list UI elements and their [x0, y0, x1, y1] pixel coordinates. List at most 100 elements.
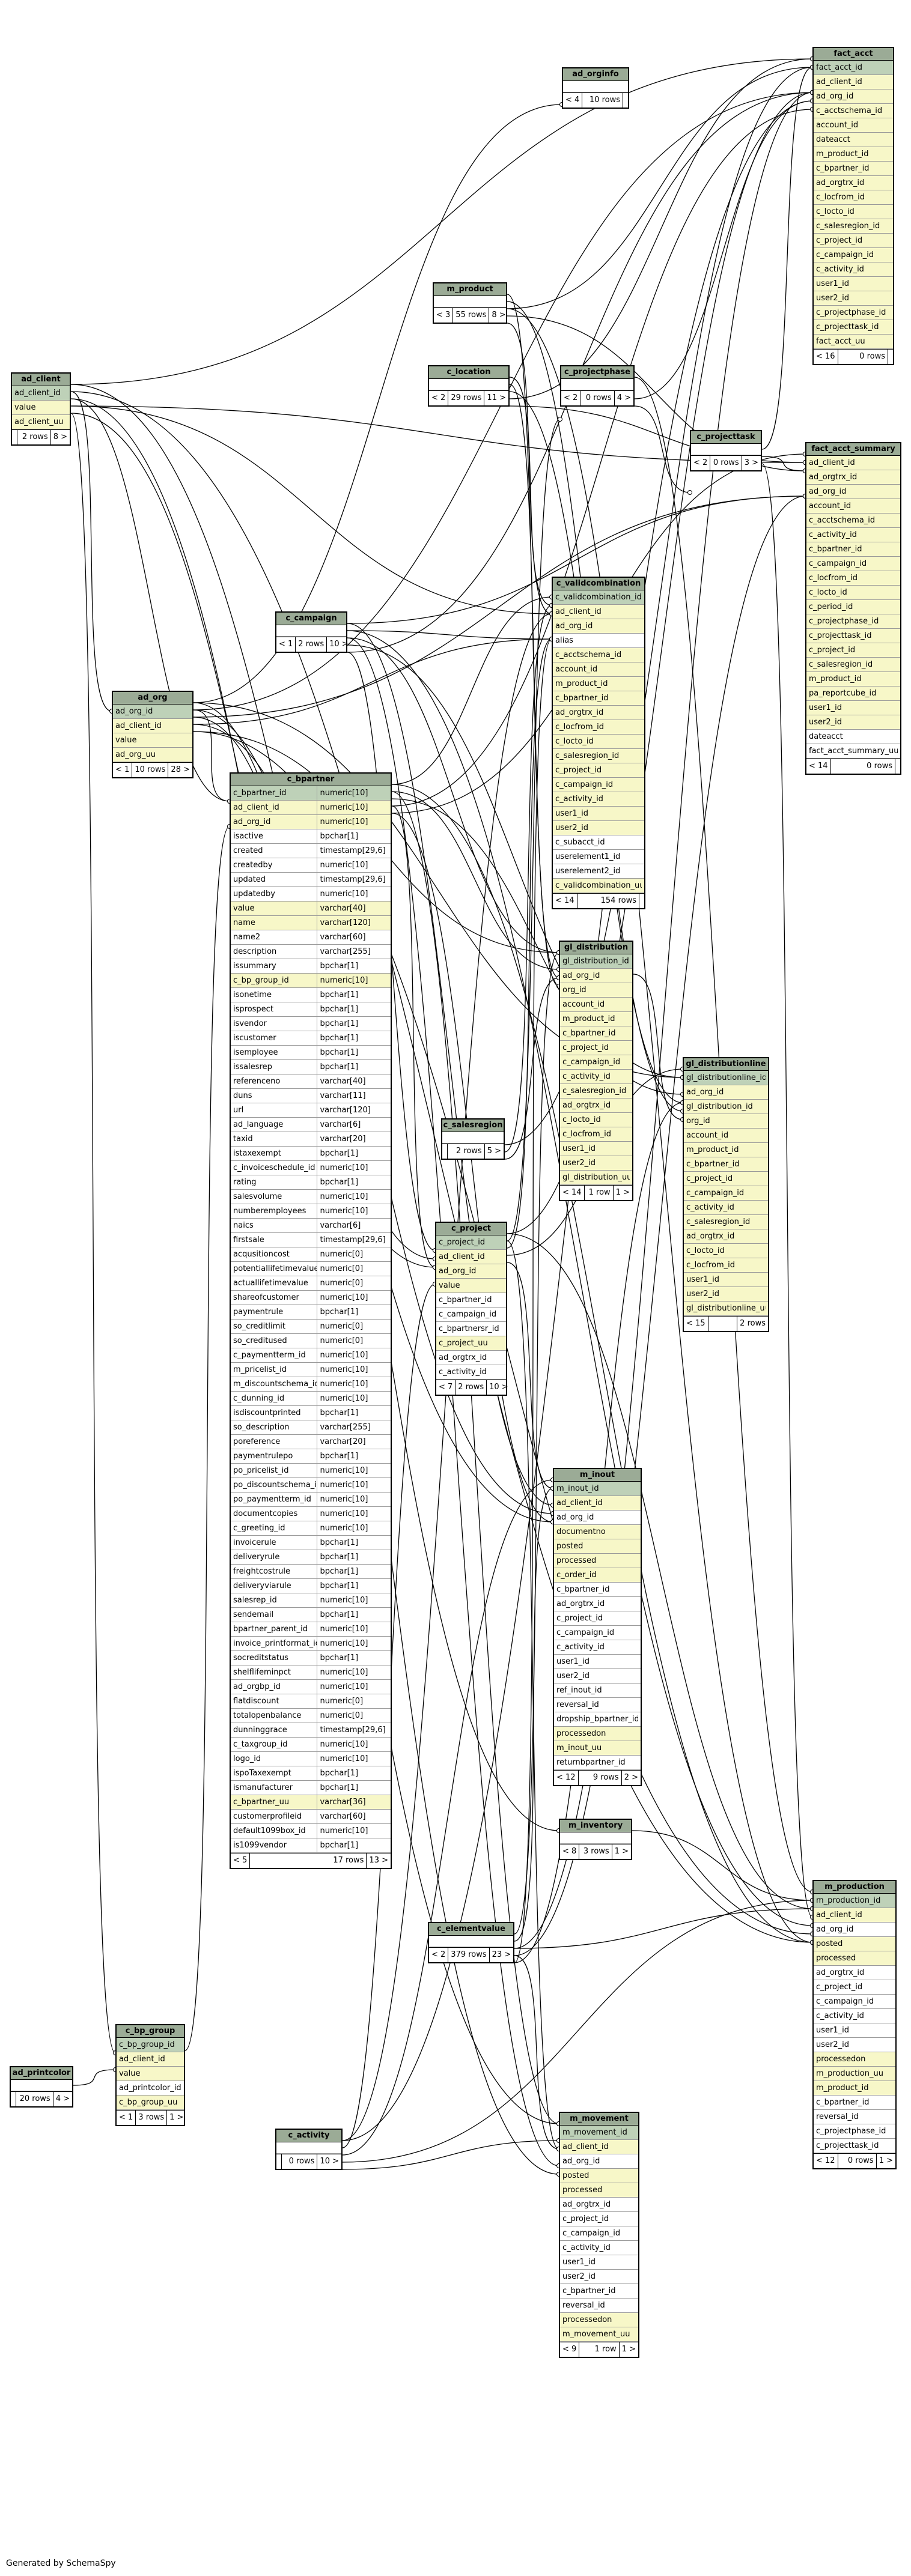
children-count: 13 > — [369, 1856, 388, 1865]
column-type: numeric[10] — [317, 1622, 388, 1636]
column-row: c_campaign_id — [560, 2226, 638, 2241]
column-name: processedon — [562, 2315, 612, 2324]
row-count: 17 rows — [250, 1853, 367, 1868]
column-name: user2_id — [809, 718, 842, 727]
table-title: c_location — [429, 366, 508, 379]
column-name: c_campaign_id — [562, 1058, 621, 1067]
column-name: c_acctschema_id — [555, 650, 622, 659]
relationship-edge — [391, 813, 553, 1523]
column-row: ad_org_id — [554, 1511, 641, 1525]
children-count — [623, 93, 628, 108]
row-count: 20 rows — [16, 2092, 53, 2106]
column-row: c_locfrom_id — [553, 720, 644, 735]
column-name: taxid — [233, 1135, 253, 1144]
column-row: c_salesregion_id — [806, 658, 900, 672]
column-row: ad_orgtrx_id — [560, 2198, 638, 2212]
table-title: ad_printcolor — [11, 2067, 72, 2080]
row-count: 29 rows — [448, 391, 485, 405]
column-name: poreference — [233, 1437, 281, 1446]
column-name: c_campaign_id — [562, 2229, 621, 2238]
column-type: bpchar[1] — [317, 1175, 388, 1189]
table-title: gl_distribution — [560, 942, 632, 954]
parents-count — [276, 2154, 282, 2169]
column-type: numeric[10] — [317, 1161, 388, 1175]
table-title: c_elementvalue — [429, 1923, 513, 1936]
column-name: ad_printcolor_id — [119, 2084, 181, 2093]
column-name: c_bpartner_id — [816, 2098, 870, 2107]
column-name: ad_orgtrx_id — [562, 1101, 611, 1110]
column-name: c_projectphase_id — [809, 617, 879, 626]
column-name: ad_client_uu — [14, 417, 64, 426]
column-row: c_locfrom_id — [806, 571, 900, 586]
relationship-edge — [507, 1240, 559, 2150]
table-ellipsis — [429, 1936, 513, 1947]
column-name: c_acctschema_id — [816, 106, 883, 115]
column-row: ad_client_id — [814, 75, 893, 89]
column-type: bpchar[1] — [317, 1017, 388, 1031]
column-type: numeric[10] — [317, 1392, 388, 1405]
column-type: numeric[0] — [317, 1334, 388, 1348]
column-name: dropship_bpartner_id — [556, 1715, 638, 1724]
column-row: user2_id — [553, 821, 644, 835]
column-name: processed — [816, 1954, 856, 1963]
column-name: ad_org_id — [809, 487, 847, 496]
column-row: c_campaign_id — [806, 557, 900, 571]
parents-count — [11, 2092, 16, 2106]
column-row: c_acctschema_id — [806, 514, 900, 528]
column-name: pa_reportcube_id — [809, 689, 877, 698]
column-name: c_projecttask_id — [816, 2141, 879, 2150]
table-title: fact_acct_summary — [806, 443, 900, 456]
row-count: 0 rows — [580, 391, 615, 405]
column-name: po_discountschema_id — [233, 1480, 317, 1490]
column-type: timestamp[29,6] — [317, 873, 388, 886]
relationship-edge — [514, 952, 559, 1935]
column-name: isemployee — [233, 1048, 278, 1057]
generated-by-label: Generated by SchemaSpy — [6, 2559, 116, 2568]
column-row: account_id — [684, 1129, 768, 1143]
relationship-edge — [761, 463, 813, 1918]
column-name: c_bpartnersr_id — [439, 1324, 499, 1333]
column-row: c_bpartner_id — [436, 1293, 506, 1308]
column-row: ad_orgtrx_id — [553, 706, 644, 720]
row-count: 2 rows — [296, 637, 328, 652]
relationship-edge — [70, 391, 112, 712]
column-row: c_locto_id — [684, 1244, 768, 1258]
column-row: c_bpartner_id — [814, 2096, 895, 2110]
column-type: numeric[10] — [317, 1363, 388, 1377]
row-count: 0 rows — [838, 350, 888, 364]
relationship-edge — [514, 1955, 559, 2150]
